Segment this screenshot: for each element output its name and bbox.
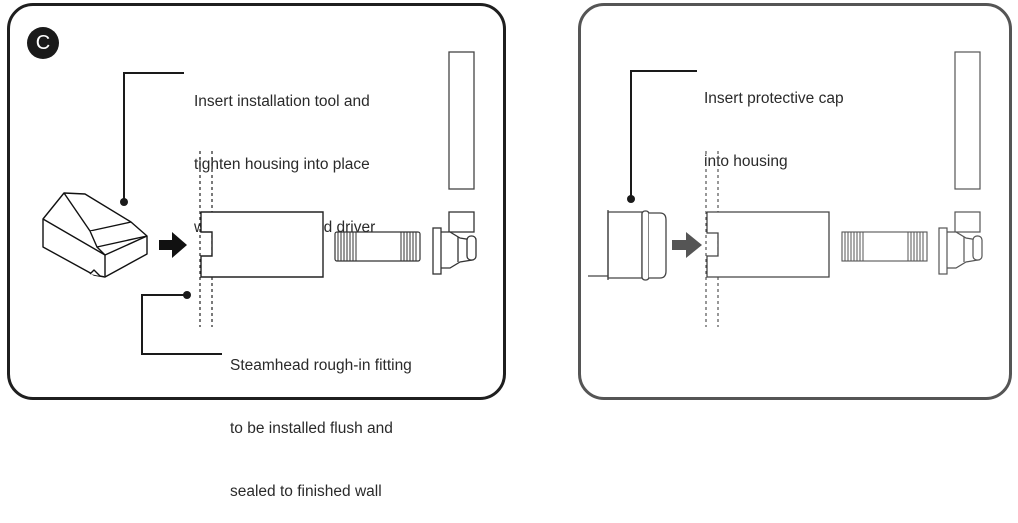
- callout-line: Steamhead rough-in fitting: [230, 357, 412, 374]
- protective-cap-panel: [578, 3, 1012, 400]
- installation-diagram: [42, 51, 983, 355]
- callout-line: sealed to finished wall: [230, 483, 382, 500]
- leader-line-wall: [141, 291, 222, 355]
- finished-wall-lines: [705, 151, 719, 327]
- leader-line-cap: [627, 70, 697, 203]
- callout-line: into housing: [704, 153, 788, 170]
- arrow-right-icon: [159, 232, 187, 258]
- pipe-icon: [954, 51, 981, 190]
- arrow-right-icon: [672, 232, 702, 258]
- housing-icon: [706, 211, 830, 278]
- housing-icon: [200, 211, 324, 278]
- threaded-nipple-icon: [334, 231, 421, 262]
- callout-line: to be installed flush and: [230, 420, 393, 437]
- installation-tool-icon: [42, 192, 148, 278]
- callout-line: Insert protective cap: [704, 90, 844, 107]
- protective-cap-icon: [588, 210, 667, 281]
- leader-line-tool: [120, 72, 184, 206]
- step-badge: C: [27, 27, 59, 59]
- elbow-fitting-icon: [432, 211, 477, 275]
- elbow-fitting-icon: [938, 211, 983, 275]
- callout-line: Insert installation tool and: [194, 93, 370, 110]
- finished-wall-lines: [199, 151, 213, 327]
- callout-line: tighten housing into place: [194, 156, 370, 173]
- threaded-nipple-icon: [841, 231, 928, 262]
- callout-protective-cap: Insert protective cap into housing: [704, 46, 844, 193]
- pipe-icon: [448, 51, 475, 190]
